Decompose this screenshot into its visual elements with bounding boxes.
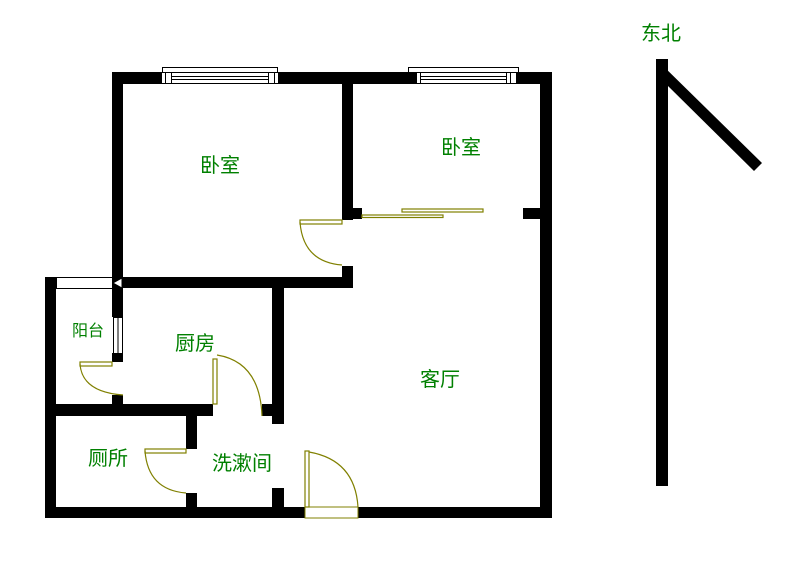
wall-bedroom-divider — [342, 72, 353, 220]
wall-bottom — [45, 507, 552, 518]
wall-right — [540, 72, 552, 518]
door-entrance[interactable] — [304, 450, 359, 519]
wall-bedroom1-bottom — [112, 277, 353, 288]
wall-kitchen-bottom — [56, 404, 213, 416]
wall-stub — [112, 288, 123, 317]
room-label-kitchen: 厨房 — [175, 331, 215, 355]
wall-left-upper — [112, 72, 123, 288]
door-kitchen[interactable] — [212, 354, 263, 417]
room-label-balcony: 阳台 — [72, 321, 104, 340]
window-bedroom-1 — [162, 67, 278, 84]
arrow-icon — [111, 277, 123, 289]
wall-left-lower — [45, 277, 56, 518]
wall-stub — [342, 208, 362, 219]
wall-stub — [272, 488, 284, 507]
door-toilet[interactable] — [144, 448, 187, 494]
room-label-toilet: 厕所 — [88, 446, 128, 470]
compass-label: 东北 — [641, 21, 681, 45]
window-bedroom-2 — [408, 67, 519, 84]
wall-stub — [112, 353, 123, 362]
room-label-living-room: 客厅 — [420, 367, 460, 391]
wall-stub — [262, 404, 284, 416]
wall-stub — [186, 416, 197, 449]
room-label-bedroom-1: 卧室 — [200, 153, 240, 177]
door-balcony[interactable] — [79, 361, 124, 396]
sliding-door-bedroom-2[interactable] — [361, 208, 484, 219]
wall-kitchen-right — [272, 288, 284, 424]
room-label-washroom: 洗漱间 — [212, 451, 272, 475]
door-bedroom-1[interactable] — [299, 219, 343, 266]
compass-icon — [656, 59, 762, 486]
wall-stub — [186, 493, 197, 507]
wall-stub — [523, 208, 540, 219]
window-balcony — [56, 277, 123, 354]
room-label-bedroom-2: 卧室 — [441, 135, 481, 159]
